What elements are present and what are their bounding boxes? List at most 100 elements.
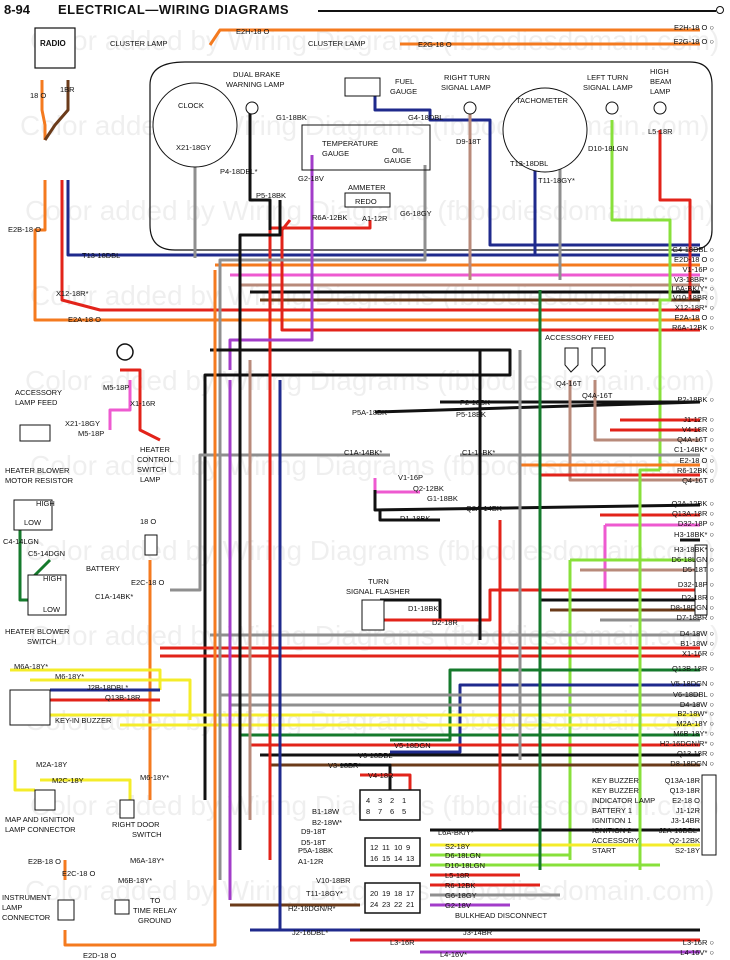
component-labels: RADIO CLUSTER LAMP CLUSTER LAMP DUAL BRA… <box>2 39 671 925</box>
wire-label: E2B-18 O <box>28 857 61 866</box>
wire-label: M5-18P <box>78 429 104 438</box>
wire-label: E2D-18 O <box>83 951 117 960</box>
switch-low-label: LOW <box>43 605 61 614</box>
radio-box <box>34 27 76 69</box>
wire-m6a <box>10 668 162 690</box>
right-edge-wire-label: D5-18T ○ <box>683 565 715 574</box>
right-edge-wire-label: D32-18P ○ <box>678 580 714 589</box>
wire-label: L4-16V* <box>440 950 467 959</box>
right-edge-wire-label: Q4A-16T ○ <box>677 435 714 444</box>
wire-label: 18 O <box>140 517 156 526</box>
wire-label: D2-18R <box>432 618 458 627</box>
cluster-lamp-label: CLUSTER LAMP <box>110 39 168 48</box>
battery-label: BATTERY <box>86 564 120 573</box>
high-label: HIGH <box>650 67 669 76</box>
key-buzzer-wire-label: J1-12R <box>676 806 701 815</box>
heater-blower-switch-label: HEATER BLOWER <box>5 627 70 636</box>
bulkhead-pin-number: 14 <box>394 854 402 863</box>
wire-p5-black <box>238 200 282 415</box>
bulb-accessory <box>116 343 134 361</box>
tachometer-label: TACHOMETER <box>516 96 569 105</box>
wire-label: M5-18P <box>103 383 129 392</box>
lamp-label: LAMP <box>650 87 670 96</box>
wire-label: E2C-18 O <box>62 869 96 878</box>
right-edge-wire-label: E2G-18 O ○ <box>674 37 714 46</box>
bulkhead-pin-number: 10 <box>394 843 402 852</box>
wire-p5a <box>374 400 701 414</box>
signal-flasher-label: SIGNAL FLASHER <box>346 587 410 596</box>
wire-label: L6A-BK/Y* <box>438 828 474 837</box>
ignition2-label: IGNITION 2 <box>592 826 632 835</box>
right-edge-wire-label: R6-12BK ○ <box>677 466 714 475</box>
radio-label: RADIO <box>40 39 66 48</box>
bulkhead-pin-number: 17 <box>406 889 414 898</box>
heater-resistor-box <box>13 499 53 531</box>
ground-label: GROUND <box>138 916 172 925</box>
accessory-feed-left <box>564 347 579 373</box>
bulkhead-pin-number: 23 <box>382 900 390 909</box>
right-edge-wire-label: Q2A-12BK ○ <box>672 499 714 508</box>
wire-label: D10-18LGN <box>445 861 485 870</box>
wire-label: J3-14BR <box>463 928 493 937</box>
wire-label: E2H-18 O <box>236 27 270 36</box>
key-in-buzzer-box <box>9 689 51 726</box>
bottom-right-wire-label: L3-16R ○ <box>683 938 714 947</box>
wire-label: 18 O <box>30 91 46 100</box>
key-buzzer-wire-label: E2-18 O <box>672 796 700 805</box>
wire-q2 <box>373 490 701 512</box>
wire-black-loop <box>203 348 512 800</box>
wire-label: V1-16P <box>398 473 423 482</box>
wire-label: T13-18DBL <box>82 251 120 260</box>
left-signal-lamp-label: SIGNAL LAMP <box>583 83 633 92</box>
wire-label: D1-18BK <box>400 514 430 523</box>
wire-label: R6-12BK <box>445 881 475 890</box>
wire-label: D5-18T <box>301 838 326 847</box>
wire-radio-18o <box>40 80 47 140</box>
lamp-connector-label: LAMP CONNECTOR <box>5 825 76 834</box>
indicator-lamp-label: INDICATOR LAMP <box>592 796 655 805</box>
tachometer-circle <box>502 87 588 173</box>
map-lamp-connector <box>34 789 56 811</box>
wire-label: D9-18T <box>301 827 326 836</box>
wire-label: X21-18GY <box>65 419 100 428</box>
time-relay-label: TIME RELAY <box>133 906 177 915</box>
wire-q4a <box>593 380 700 442</box>
resistor-low-label: LOW <box>24 518 42 527</box>
right-edge-wire-label: Q13B-18R ○ <box>672 664 714 673</box>
wire-e2b <box>33 180 700 322</box>
wire-label: L5-18R <box>648 127 673 136</box>
bulkhead-pin-number: 11 <box>382 843 390 852</box>
right-edge-wire-label: B2-18W* ○ <box>677 709 714 718</box>
door-switch-label: SWITCH <box>132 830 162 839</box>
wire-label: D9-18T <box>456 137 481 146</box>
accessory-sw-label: ACCESSORY <box>592 836 639 845</box>
bulkhead-pin-number: 1 <box>402 796 406 805</box>
bulb-right-turn <box>463 101 477 115</box>
beam-label: BEAM <box>650 77 671 86</box>
wire-label: V10-18BR <box>316 876 351 885</box>
key-buzzer-wire-label: S2-18Y <box>675 846 700 855</box>
wire-label: A1-12R <box>298 857 324 866</box>
wire-d1 <box>378 510 440 522</box>
wire-center-lgreen <box>638 468 660 870</box>
clock-circle <box>152 82 238 168</box>
right-connector-strip <box>694 544 708 616</box>
component-shapes <box>9 27 717 921</box>
wire-label: C4-14LGN <box>3 537 39 546</box>
right-edge-wire-label: E2D-18 O ○ <box>674 255 714 264</box>
right-edge-wire-label: E2A-18 O ○ <box>674 313 714 322</box>
wire-label: V4-18R <box>368 771 394 780</box>
wire-c4-lgn <box>18 520 30 602</box>
bulkhead-pin-number: 21 <box>406 900 414 909</box>
bulkhead-upper <box>359 789 421 821</box>
wire-label: M6B-18Y* <box>118 876 152 885</box>
heater-lamp-connector <box>144 534 158 556</box>
wire-v4-bulk <box>360 773 412 790</box>
lamp-feed-label: LAMP FEED <box>15 398 58 407</box>
accessory-lamp-connector <box>19 424 51 442</box>
wire-label: G6-18GY <box>445 891 477 900</box>
bottom-right-labels: L3-16R ○L4-16V* ○ <box>680 938 714 957</box>
right-door-label: RIGHT <box>112 820 136 829</box>
bulkhead-pin-number: 19 <box>382 889 390 898</box>
wire-label: B1-18W <box>312 807 340 816</box>
